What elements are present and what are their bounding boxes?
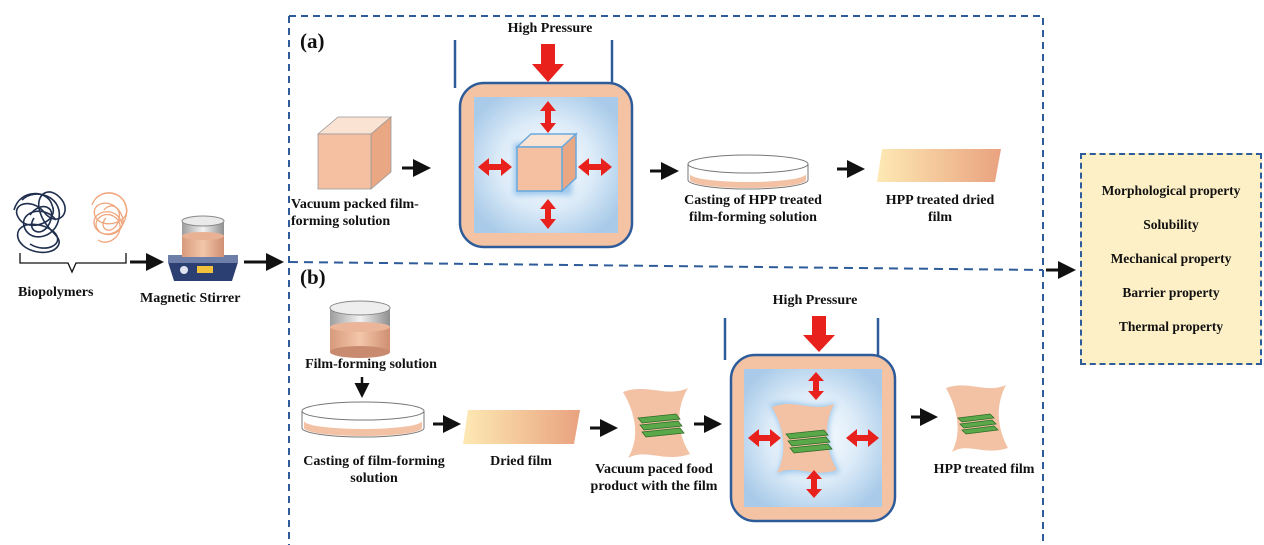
biopolymer-brace [19, 253, 127, 274]
property-solubility: Solubility [1143, 217, 1199, 232]
vacuum-packed-cube [316, 116, 393, 190]
high-pressure-b-label: High Pressure [772, 293, 858, 308]
left-flow-arrows [130, 253, 1076, 279]
hpp-dried-film-label: HPP treated dried film [885, 193, 995, 225]
petri-dish-b [301, 401, 425, 438]
casting-label: Casting of film-forming solution [303, 454, 445, 486]
casting-hpp-label: Casting of HPP treated film-forming solu… [684, 193, 822, 225]
panel-borders [288, 15, 1044, 545]
biopolymer-dark-tangle [13, 191, 66, 254]
magnetic-stirrer-label: Magnetic Stirrer [140, 291, 241, 306]
panel-a-label: (a) [300, 29, 325, 53]
high-pressure-a-label: High Pressure [507, 21, 593, 36]
dried-film-b [463, 410, 580, 444]
hpp-dried-film-a [877, 149, 1001, 182]
petri-dish-a [687, 154, 809, 190]
biopolymer-orange-tangle [91, 192, 128, 243]
hpp-treated-food-film [946, 385, 1008, 452]
film-forming-label: Film-forming solution [305, 357, 437, 372]
property-barrier: Barrier property [1122, 285, 1220, 300]
pressure-arrows-a [478, 44, 612, 229]
property-thermal: Thermal property [1118, 319, 1224, 334]
biopolymers-label: Biopolymers [18, 285, 94, 300]
hpp-treated-film-label: HPP treated film [933, 462, 1035, 477]
panel-b-label: (b) [300, 265, 326, 289]
vacuum-packed-label: Vacuum packed film- forming solution [291, 197, 419, 229]
pressure-arrows-b [748, 316, 879, 498]
dried-film-label: Dried film [490, 454, 552, 469]
food-film-package [623, 388, 690, 458]
film-forming-jar [329, 300, 391, 358]
vacuum-food-label: Vacuum paced food product with the film [590, 462, 718, 494]
magnetic-stirrer-icon [168, 215, 238, 281]
property-mechanical: Mechanical property [1110, 251, 1232, 266]
properties-box: Morphological property Solubility Mechan… [1080, 153, 1262, 365]
property-morphological: Morphological property [1101, 183, 1241, 198]
